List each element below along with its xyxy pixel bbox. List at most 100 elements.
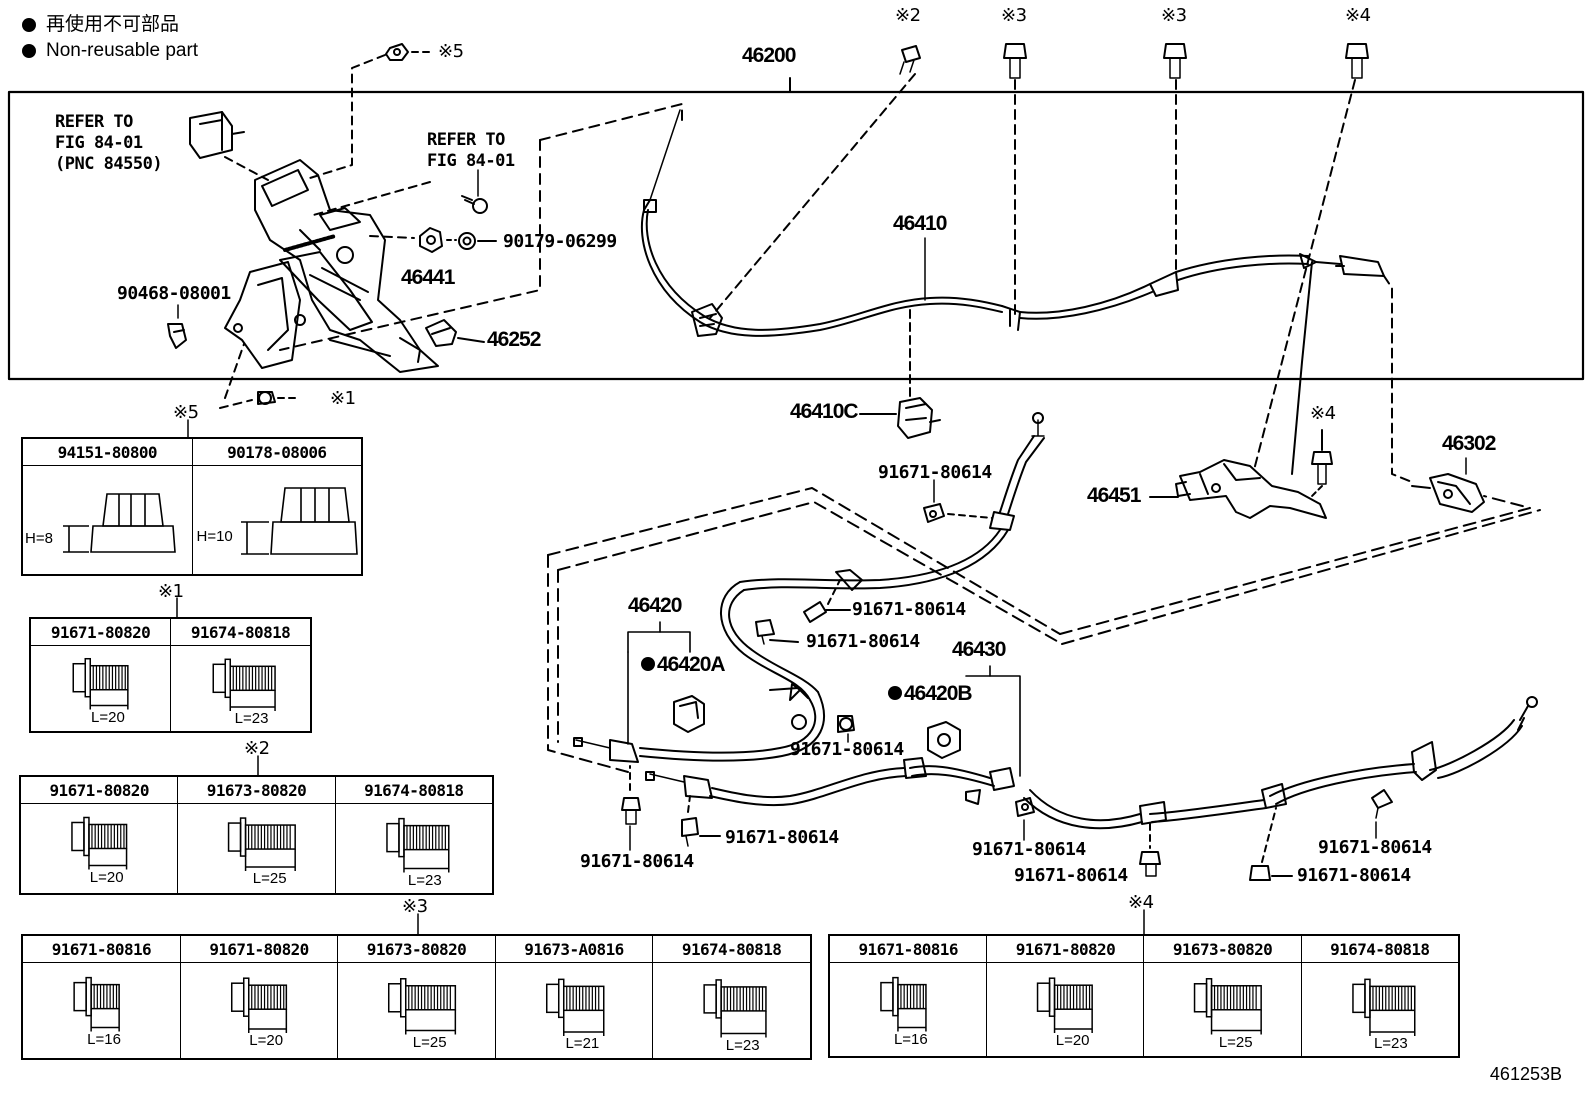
refer-label-2[interactable]: REFER TO FIG 84-01 — [427, 130, 515, 171]
bolt-cell: L=20 — [986, 962, 1145, 1058]
bolt-mark3-b — [1163, 43, 1187, 79]
bolt-cell: L=23 — [334, 803, 494, 894]
non-reusable-dot-icon — [888, 686, 902, 700]
table-header: 91671-80816 — [21, 934, 181, 963]
table-mark-5: ※5 — [173, 402, 199, 423]
part-label-46441[interactable]: 46441 — [401, 266, 455, 289]
part-label-90179-06299[interactable]: 90179-06299 — [503, 231, 617, 252]
mark-5-top: ※5 — [438, 41, 464, 62]
part-label-46410C[interactable]: 46410C — [790, 400, 859, 423]
refer-label[interactable]: REFER TO FIG 84-01 (PNC 84550) — [55, 112, 163, 174]
part-label-46200[interactable]: 46200 — [742, 44, 796, 67]
table-mark-4: ※4 — [1128, 892, 1154, 913]
bolt-rear-7 — [1015, 797, 1035, 817]
part-label-bolt[interactable]: 91671-80614 — [1014, 865, 1128, 886]
flange-bolt-icon — [1194, 978, 1263, 1035]
flange-bolt-icon — [230, 977, 287, 1033]
bolt-cell: L=25 — [337, 962, 496, 1059]
figure-number: 461253B — [1489, 1064, 1562, 1084]
part-label-46451[interactable]: 46451 — [1087, 484, 1141, 507]
right-rear-cable-46430 — [645, 696, 1538, 830]
table-mark-2: ※2 — [244, 738, 270, 759]
mark-3-a: ※3 — [1001, 5, 1027, 26]
pedal-assembly-drawing — [224, 159, 439, 373]
nut-cell: H=8 — [21, 465, 193, 576]
bracket-46451 — [1175, 459, 1327, 519]
bolt-cell: L=25 — [1143, 962, 1302, 1058]
flange-bolt-icon — [1037, 977, 1094, 1033]
table-header: 91671-80820 — [986, 934, 1145, 963]
non-reusable-dot-icon — [641, 657, 655, 671]
bolt-mark2 — [899, 45, 921, 75]
dimension-label: L=20 — [89, 868, 124, 886]
flange-nut-icon — [63, 493, 176, 553]
bolt-cell: L=20 — [179, 962, 339, 1059]
bolt-rear-4 — [837, 715, 855, 733]
lever-46302 — [1411, 473, 1485, 513]
part-label-46420A[interactable]: 46420A — [641, 654, 726, 675]
bolt-table-mark1: 91671-80820 91674-80818 L=20 L=23 — [29, 617, 312, 733]
part-label-46420[interactable]: 46420 — [628, 594, 682, 617]
bolt-rear-3 — [755, 619, 775, 645]
bolt-rear-10 — [1371, 789, 1393, 819]
leader-switch — [224, 156, 269, 181]
part-label-bolt[interactable]: 91671-80614 — [878, 462, 992, 483]
bolt-refer2 — [461, 195, 488, 214]
part-label-bolt[interactable]: 91671-80614 — [852, 599, 966, 620]
part-label-bolt[interactable]: 91671-80614 — [790, 739, 904, 760]
dimension-label: L=23 — [1373, 1035, 1408, 1052]
part-label-46410[interactable]: 46410 — [893, 212, 947, 235]
bolt-cell: L=21 — [494, 962, 654, 1059]
clip-90468-08001 — [167, 323, 187, 349]
part-label-bolt[interactable]: 91671-80614 — [972, 839, 1086, 860]
flange-bolt-icon — [880, 976, 927, 1032]
bullet-icon — [22, 44, 36, 58]
flange-bolt-icon — [228, 817, 297, 871]
nut-cell: H=10 — [191, 465, 363, 576]
mark-2: ※2 — [895, 5, 921, 26]
legend-item-jp: 再使用不可部品 — [22, 14, 179, 36]
table-header: 91673-80820 — [177, 775, 336, 804]
bolt-rear-6 — [681, 817, 699, 847]
mark-4-top: ※4 — [1345, 5, 1371, 26]
part-label-bolt[interactable]: 91671-80614 — [806, 631, 920, 652]
part-label-46430[interactable]: 46430 — [952, 638, 1006, 661]
nut-table: 94151-80800 90178-08006 H=8 — [21, 437, 363, 576]
part-label-46420B[interactable]: 46420B — [888, 683, 973, 704]
leader-mark5-top — [309, 54, 386, 179]
flange-nut-icon — [240, 487, 358, 555]
part-label-90468-08001[interactable]: 90468-08001 — [117, 283, 231, 304]
bolt-rear-9 — [1249, 865, 1271, 881]
table-header: 91671-80820 — [179, 934, 339, 963]
mark-3-b: ※3 — [1161, 5, 1187, 26]
dimension-label: L=16 — [87, 1030, 121, 1048]
table-header: 91673-A0816 — [494, 934, 654, 963]
stop-switch-connector — [189, 111, 245, 159]
mark-1: ※1 — [330, 388, 356, 409]
flange-bolt-icon — [385, 817, 450, 873]
part-label-bolt[interactable]: 91671-80614 — [725, 827, 839, 848]
flange-bolt-icon — [71, 816, 128, 870]
table-header: 94151-80800 — [21, 437, 193, 466]
flange-bolt-icon — [72, 657, 129, 710]
flange-bolt-icon — [212, 658, 276, 711]
dimension-label: L=25 — [1218, 1033, 1253, 1051]
bolt-cell: L=16 — [21, 962, 181, 1059]
bolt-cell: L=20 — [29, 645, 171, 733]
dimension-label: H=10 — [196, 528, 233, 545]
part-label-bolt[interactable]: 91671-80614 — [1297, 865, 1411, 886]
bullet-icon — [22, 18, 36, 32]
dimension-label: L=20 — [91, 708, 125, 726]
grommet-46420A — [673, 695, 705, 733]
part-label-bolt[interactable]: 91671-80614 — [1318, 837, 1432, 858]
part-label-bolt[interactable]: 91671-80614 — [580, 851, 694, 872]
mark-4-mid: ※4 — [1310, 403, 1336, 424]
legend-text: Non-reusable part — [46, 40, 199, 61]
flange-bolt-icon — [388, 978, 457, 1035]
nut-90179-06299 — [458, 232, 476, 250]
dimension-label: L=23 — [407, 871, 442, 889]
table-header: 91673-80820 — [337, 934, 496, 963]
bolt-mark4-mid — [1311, 451, 1333, 485]
part-label-46302[interactable]: 46302 — [1442, 432, 1496, 455]
part-label-46252[interactable]: 46252 — [487, 328, 541, 351]
